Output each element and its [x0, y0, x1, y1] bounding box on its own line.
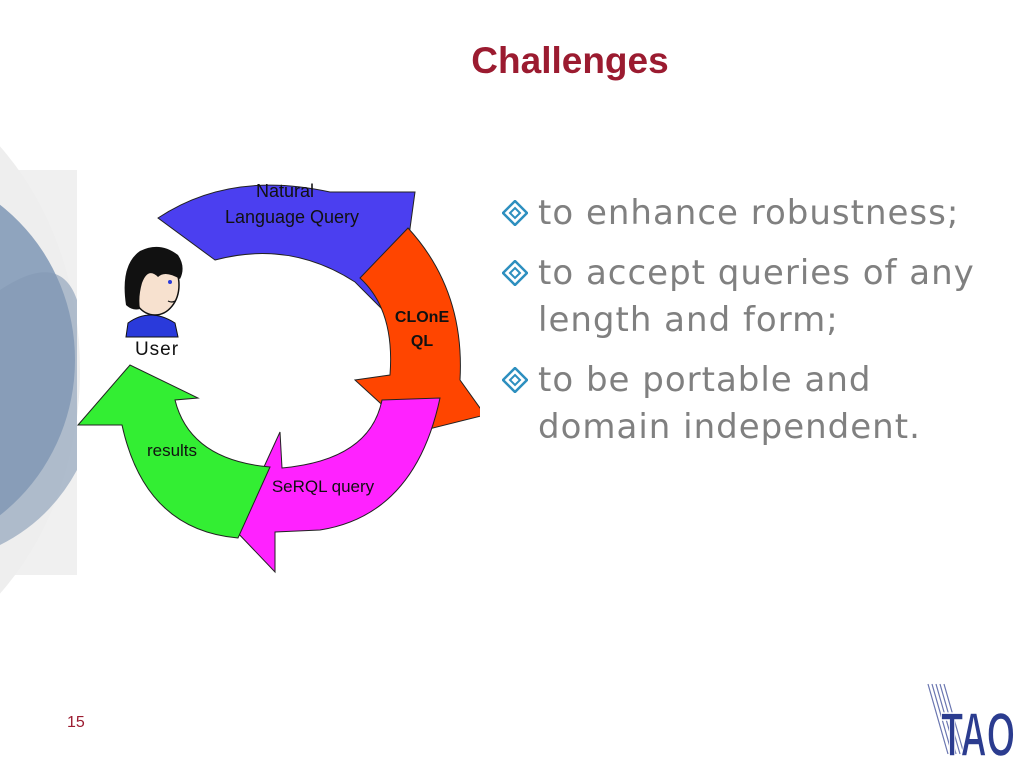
arrow-clone-ql [353, 227, 480, 434]
diamond-bullet-icon [502, 200, 528, 226]
serql-query-label: SeRQL query [272, 477, 375, 496]
arrow-results [76, 364, 271, 539]
page-title: Challenges [471, 40, 669, 81]
logo-text: TAO [941, 701, 1015, 764]
clone-ql-line2: QL [411, 333, 433, 350]
clone-ql-line1: CLOnE [395, 309, 450, 326]
arrow-serql-query [234, 397, 441, 574]
results-label: results [147, 441, 197, 460]
tao-logo: TAO [927, 683, 1016, 764]
diamond-bullet-icon [502, 260, 528, 286]
background-shade [0, 272, 77, 545]
user-label: User [135, 339, 179, 360]
bullet-item: to be portable and domain independent. [498, 357, 998, 451]
cycle-diagram: Natural Language Query CLOnE QL SeRQL qu… [76, 181, 480, 574]
diamond-bullet-icon [502, 367, 528, 393]
logo-shadow-lines [927, 683, 965, 755]
natural-language-query-line2: Language Query [225, 207, 359, 227]
bullet-text: to enhance robustness; [538, 193, 960, 233]
bullet-item: to accept queries of any length and form… [498, 250, 998, 344]
page-number: 15 [67, 714, 85, 731]
bullet-list: to enhance robustness; to accept queries… [498, 190, 998, 464]
user-avatar-icon [124, 246, 183, 338]
bullet-text: to accept queries of any length and form… [538, 253, 975, 340]
natural-language-query-line1: Natural [256, 181, 314, 201]
bullet-text: to be portable and domain independent. [538, 360, 921, 447]
bullet-item: to enhance robustness; [498, 190, 998, 237]
background-decoration [0, 146, 80, 594]
